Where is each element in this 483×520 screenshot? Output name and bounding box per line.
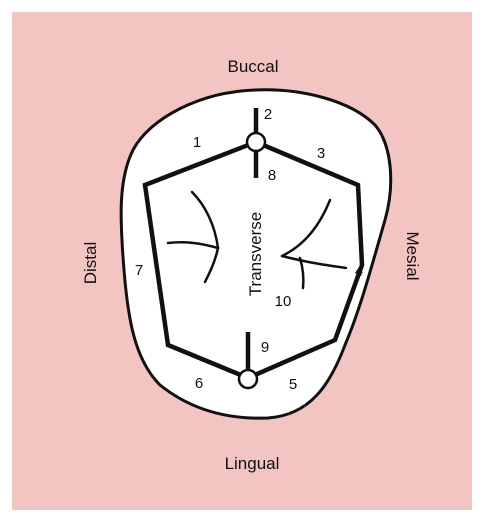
groove-distal-main [166,240,220,250]
occlusal-outline [142,139,365,381]
groove-mesial-upper [280,198,332,258]
groove-distal-upper [190,190,220,250]
label-8: 8 [268,167,276,184]
buccal-cusp-circle [245,131,267,153]
grooves [166,190,348,290]
label-4: 4 [355,263,363,280]
label-3: 3 [317,145,325,162]
label-5: 5 [289,376,297,393]
label-1: 1 [193,134,201,151]
groove-mesial-main [280,254,348,270]
label-transverse: Transverse [246,212,265,296]
label-7: 7 [135,262,143,279]
label-lingual: Lingual [225,454,280,473]
label-6: 6 [195,375,203,392]
groove-distal-lower [203,246,220,284]
label-10: 10 [275,293,292,310]
label-9: 9 [261,339,269,356]
lingual-cusp-circle [237,368,259,390]
label-distal: Distal [81,242,100,285]
label-buccal: Buccal [227,57,278,76]
label-2: 2 [264,106,272,123]
groove-mesial-lower [298,256,305,290]
label-mesial: Mesial [403,231,422,280]
